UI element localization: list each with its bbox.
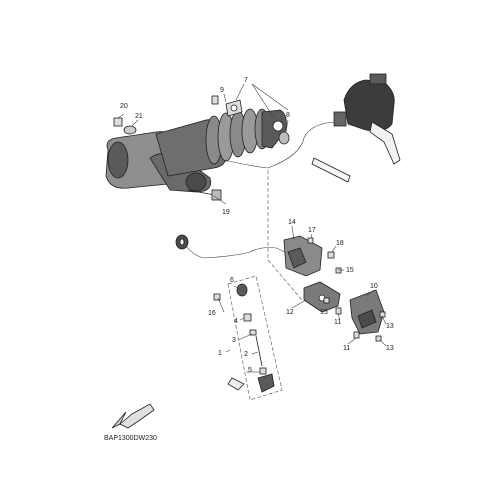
- callout-9: 9: [220, 87, 224, 94]
- callout-4: 4: [234, 318, 238, 325]
- rear-shock-absorber[interactable]: [105, 108, 287, 193]
- reference-line-2: [267, 259, 303, 301]
- front-direction-arrow-icon: [111, 403, 155, 429]
- bolt-18[interactable]: [327, 251, 335, 259]
- callout-14: 14: [288, 219, 296, 226]
- connector-pin[interactable]: [311, 157, 351, 183]
- nut-5[interactable]: [259, 367, 267, 375]
- bolt-11-a[interactable]: [335, 307, 342, 315]
- bolt-11-b[interactable]: [353, 331, 360, 339]
- callout-11-b: 11: [343, 345, 350, 352]
- callout-15-b: 15: [320, 309, 328, 316]
- bracket-10[interactable]: [349, 289, 385, 335]
- diagram-code: BAP1300DW230: [104, 435, 157, 442]
- callout-17: 17: [308, 227, 316, 234]
- group-box-1: [227, 275, 283, 401]
- bolt-15-b[interactable]: [323, 297, 330, 304]
- callout-7: 7: [244, 77, 248, 84]
- nut-20[interactable]: [113, 117, 123, 127]
- shock-spring: [205, 108, 270, 165]
- callout-13-a: 13: [386, 323, 394, 330]
- washer-3[interactable]: [249, 329, 257, 336]
- callout-labels: 1 2 3 4 5 6 7 8 9 10 11 11 12 13 13 14 1…: [120, 77, 394, 374]
- callout-3: 3: [232, 337, 236, 344]
- callout-13-b: 13: [386, 345, 394, 352]
- callout-11-a: 11: [334, 319, 341, 326]
- callout-6: 6: [230, 277, 234, 284]
- callout-19: 19: [222, 209, 230, 216]
- callout-8: 8: [286, 112, 290, 119]
- callout-5: 5: [248, 367, 252, 374]
- bolt-13-b[interactable]: [375, 335, 382, 342]
- top-bolt[interactable]: [211, 95, 219, 105]
- bolt-17[interactable]: [307, 237, 314, 244]
- sensor-connector[interactable]: [333, 73, 395, 132]
- leader-lines: [117, 83, 387, 373]
- bolt-13-a[interactable]: [379, 311, 386, 318]
- callout-16: 16: [208, 310, 216, 317]
- lower-clip[interactable]: [227, 377, 245, 391]
- callout-1: 1: [218, 350, 222, 357]
- callout-10: 10: [370, 283, 378, 290]
- sensor-bracket-14[interactable]: [283, 235, 323, 277]
- rod-2[interactable]: [255, 335, 263, 367]
- callout-18: 18: [336, 240, 344, 247]
- lower-harness[interactable]: [175, 234, 293, 263]
- washer-21[interactable]: [123, 125, 137, 135]
- callout-2: 2: [244, 351, 248, 358]
- callout-12: 12: [286, 309, 294, 316]
- connector-bracket[interactable]: [369, 121, 401, 165]
- shock-bolt[interactable]: [187, 189, 222, 201]
- rod-end-lower[interactable]: [257, 373, 275, 393]
- callout-21: 21: [135, 113, 143, 120]
- callout-15-a: 15: [346, 267, 354, 274]
- bolt-16[interactable]: [213, 293, 221, 301]
- collar-8[interactable]: [278, 131, 290, 145]
- washer-9[interactable]: [225, 99, 243, 117]
- nut-4[interactable]: [243, 313, 252, 322]
- bolt-15-a[interactable]: [335, 267, 342, 274]
- link-plate-12[interactable]: [303, 281, 341, 313]
- callout-20: 20: [120, 103, 128, 110]
- sensor-cable: [223, 121, 335, 169]
